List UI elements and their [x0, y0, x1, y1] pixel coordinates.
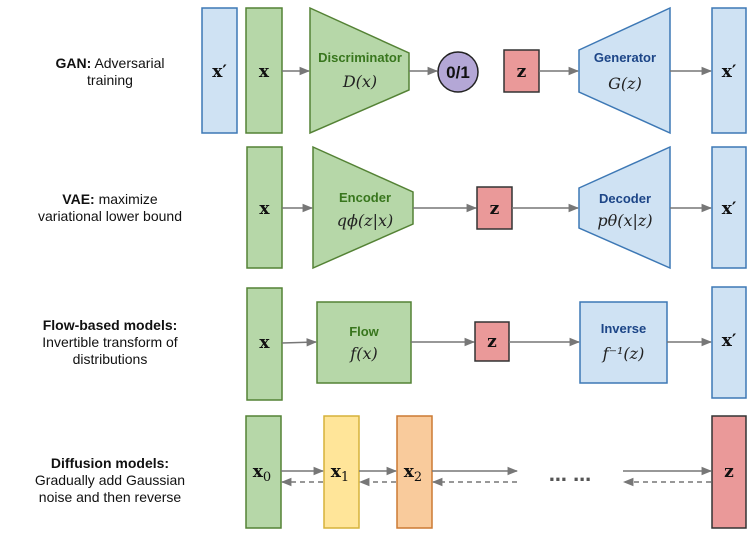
vae-x-prime-output-box	[711, 146, 747, 269]
vae-x-prime-output-label: x′	[722, 199, 737, 219]
flow-z-label: z	[487, 332, 497, 352]
diffusion-x1-label: x1	[331, 462, 349, 485]
vae-x-input-label: x	[259, 199, 270, 219]
gan-description: GAN: Adversarial training	[10, 55, 210, 89]
gan-x-input-label: x	[259, 62, 270, 82]
gan-output-circle	[437, 51, 479, 93]
gan-desc-line2: training	[87, 72, 133, 88]
inverse-math: f⁻¹(z)	[602, 344, 645, 363]
diffusion-x2-label: x2	[404, 462, 422, 485]
gan-x-prime-output-box	[711, 7, 747, 134]
diffusion-desc-line1: Gradually add Gaussian	[34, 472, 186, 488]
gan-x-input-box	[245, 7, 283, 134]
discriminator-block	[309, 6, 410, 135]
diffusion-x0-var: x	[253, 462, 264, 482]
diffusion-description: Diffusion models: Gradually add Gaussian…	[10, 455, 210, 506]
diffusion-x0-label: x0	[253, 462, 271, 485]
flow-desc-line2: distributions	[72, 351, 148, 367]
discriminator-label: Discriminator	[318, 50, 402, 65]
vae-desc-line1: maximize	[98, 191, 158, 207]
diffusion-title: Diffusion models:	[50, 455, 170, 471]
diffusion-x1-box	[323, 415, 360, 529]
flow-title: Flow-based models:	[42, 317, 178, 333]
diffusion-row: x0 x1 x2 z … …	[245, 415, 747, 529]
diffusion-x0-sub: 0	[263, 470, 271, 485]
flow-x-input-box	[246, 287, 283, 401]
flow-x-prime-output-label: x′	[722, 331, 737, 351]
flow-math: f(x)	[349, 344, 377, 363]
inverse-block	[579, 301, 668, 384]
gan-x-prime-input-box	[201, 7, 238, 134]
inverse-label: Inverse	[601, 321, 647, 336]
diffusion-x0-box	[245, 415, 282, 529]
flow-x-prime-output-box	[711, 286, 747, 399]
vae-title: VAE:	[62, 191, 95, 207]
generator-label: Generator	[594, 50, 656, 65]
gan-x-prime-input-label: x′	[212, 62, 227, 82]
diffusion-desc-line2: noise and then reverse	[38, 489, 182, 505]
flow-description: Flow-based models: Invertible transform …	[10, 317, 210, 368]
vae-x-input-box	[246, 146, 283, 269]
gan-row: x′ x Discriminator D(x) 0/1 z Generator …	[201, 6, 747, 135]
flow-arrow-x-to-flow	[281, 338, 318, 347]
encoder-block	[312, 145, 414, 270]
flow-block	[316, 301, 412, 384]
vae-z-label: z	[490, 199, 500, 219]
decoder-block	[578, 145, 671, 270]
gan-output-label: 0/1	[446, 63, 470, 82]
gan-x-prime-output-label: x′	[722, 62, 737, 82]
encoder-label: Encoder	[339, 190, 391, 205]
diffusion-x2-sub: 2	[414, 470, 422, 485]
diffusion-z-label: z	[724, 462, 734, 482]
vae-desc-line2: variational lower bound	[38, 208, 182, 224]
generator-math: G(z)	[608, 74, 642, 93]
vae-description: VAE: maximize variational lower bound	[10, 191, 210, 225]
diffusion-ellipsis: … …	[549, 465, 591, 486]
gan-desc-line1: Adversarial	[94, 55, 165, 71]
discriminator-math: D(x)	[342, 72, 377, 91]
decoder-math: pθ(x|z)	[597, 211, 652, 230]
vae-row: x Encoder qϕ(z|x) z Decoder pθ(x|z) x′	[246, 145, 747, 270]
diffusion-x1-var: x	[331, 462, 342, 482]
generator-block	[578, 6, 671, 135]
gan-title: GAN:	[55, 55, 92, 71]
gan-z-label: z	[517, 62, 527, 82]
flow-desc-line1: Invertible transform of	[42, 334, 178, 350]
gan-z-box	[503, 49, 540, 93]
diffusion-x1-sub: 1	[341, 470, 349, 485]
flow-label: Flow	[349, 324, 379, 339]
encoder-math: qϕ(z|x)	[337, 211, 393, 230]
decoder-label: Decoder	[599, 191, 651, 206]
vae-z-box	[476, 186, 513, 230]
flow-row: x Flow f(x) z Inverse f⁻¹(z) x′	[246, 286, 747, 401]
flow-x-input-label: x	[259, 333, 270, 353]
diffusion-x2-var: x	[404, 462, 415, 482]
